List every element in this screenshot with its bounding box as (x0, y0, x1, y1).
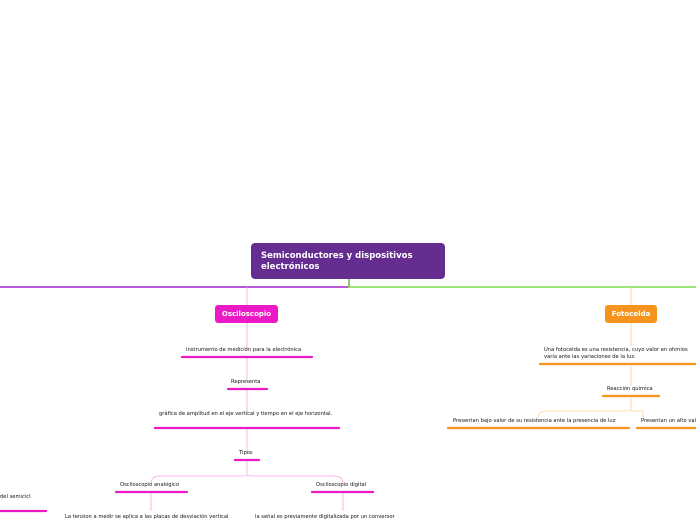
foto-bajo-text[interactable]: Presentan bajo valor de su resistencia a… (453, 418, 616, 424)
root-topic[interactable]: Semiconductores y dispositivos electróni… (251, 243, 445, 279)
foto-alto-text[interactable]: Presentan un alto valor (641, 418, 696, 424)
left-edge-text[interactable]: del semicicl (0, 494, 31, 500)
osc-analogico-desc[interactable]: La tension a medir se aplica a las placa… (65, 514, 229, 520)
right-branch-line (348, 279, 696, 288)
foto-connector (537, 287, 644, 419)
foto-reaccion-text[interactable]: Reacción quimica (607, 386, 653, 392)
osc-digital-text[interactable]: Osciloscopio digital (316, 482, 367, 488)
left-branch-line (0, 279, 350, 288)
osc-tipos-text[interactable]: Tipos (239, 450, 253, 456)
fotocelda-topic[interactable]: Fotocelda (605, 305, 657, 323)
osc-grafica-text[interactable]: gráfica de amplitud en el eje vertical y… (159, 411, 333, 417)
osc-connector (150, 287, 344, 511)
osc-digital-desc[interactable]: la señal es previamente digitalizada por… (255, 514, 395, 520)
osc-representa-text[interactable]: Representa (231, 379, 261, 385)
foto-definicion-text[interactable]: Una fotocelda es una resistencia, cuyo v… (544, 347, 688, 360)
osc-analogico-text[interactable]: Osciloscopio analógico (120, 482, 180, 488)
osc-definicion-text[interactable]: instrumento de medición para la electrón… (186, 347, 302, 353)
osciloscopio-topic[interactable]: Osciloscopio (215, 305, 278, 323)
